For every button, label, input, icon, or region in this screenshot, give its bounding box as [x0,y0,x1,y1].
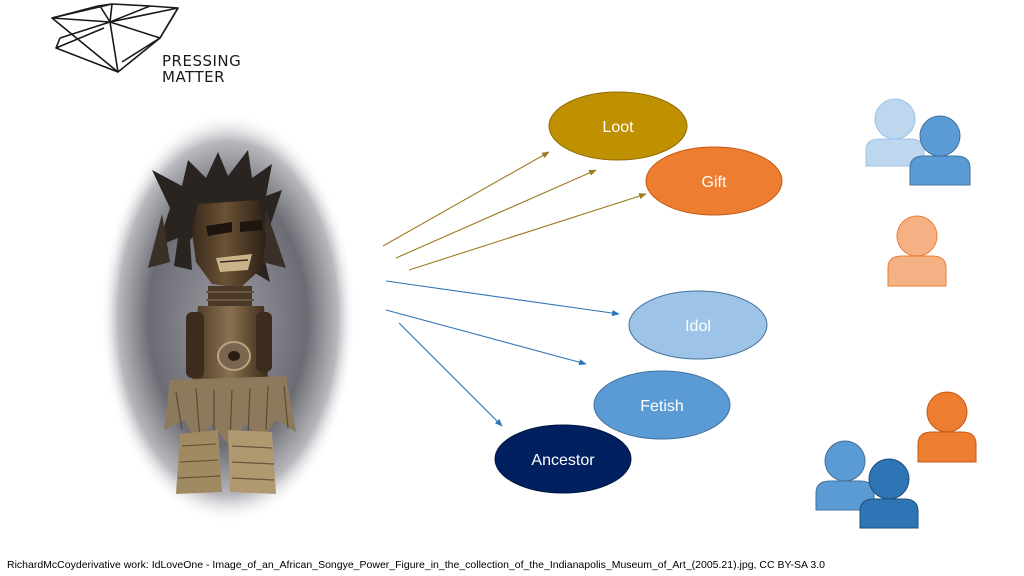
arrow-to-idol [385,280,620,317]
person-icon [917,391,977,463]
arrow-to-loot [382,151,550,247]
arrows [382,151,647,427]
label-gift: Gift [645,146,783,216]
loot-label: Loot [602,119,634,136]
logo-text-line1: PRESSING [162,52,241,70]
idol-ellipse [628,290,768,360]
idol-label: Idol [685,318,711,335]
person-icon [815,440,875,511]
image-credit-caption: RichardMcCoyderivative work: IdLoveOne -… [7,559,825,571]
people-group-icon [815,440,919,529]
gift-label: Gift [702,174,727,191]
fetish-label: Fetish [640,398,684,415]
fan-lines-logo-icon [51,3,179,73]
arrow-to-fetish [385,309,587,366]
ancestor-ellipse [494,424,632,494]
logo-text-line2: MATTER [162,68,225,86]
pressing-matter-logo: PRESSING MATTER [51,3,241,86]
person-icon [859,458,919,529]
arrow-to-gift [408,193,647,271]
label-loot: Loot [548,91,688,161]
person-icon [887,215,947,287]
label-ancestor: Ancestor [494,424,632,494]
people-group-icon [865,98,971,186]
fetish-ellipse [593,370,731,440]
gift-ellipse [645,146,783,216]
songye-power-figure-photo [100,112,356,524]
person-icon [909,115,971,186]
label-fetish: Fetish [593,370,731,440]
power-figure-statue-icon [148,150,296,494]
person-icon [865,98,925,167]
loot-ellipse [548,91,688,161]
ancestor-label: Ancestor [531,452,595,469]
arrow-to-gift-upper [395,169,597,259]
label-idol: Idol [628,290,768,360]
arrow-to-ancestor [398,322,503,427]
